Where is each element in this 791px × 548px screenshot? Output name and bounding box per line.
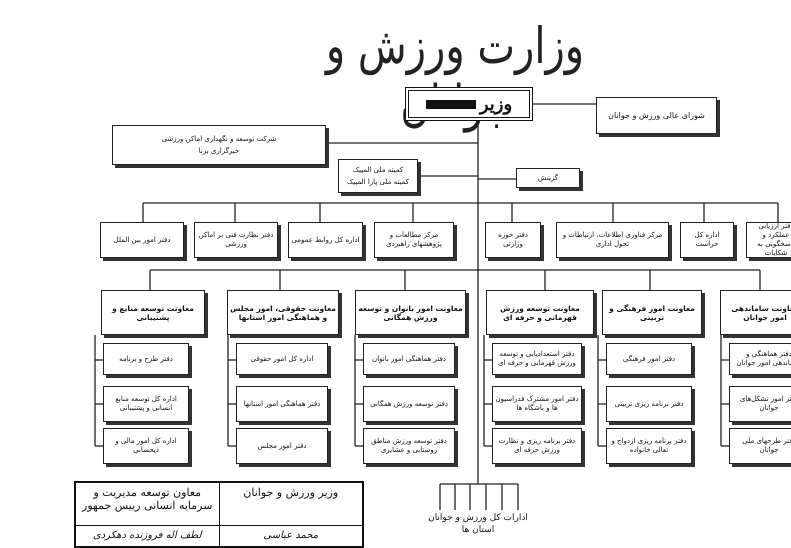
selection-label: گزینش [537, 173, 559, 182]
office-box: دفتر هماهنگی امور استانها [236, 386, 328, 422]
deputy-label: معاونت امور بانوان و توسعه ورزش همگانی [358, 303, 463, 322]
office-label: اداره کل امور حقوقی [250, 354, 314, 363]
minister-signature-title: وزیر ورزش و جوانان [218, 481, 364, 526]
deputy-box: معاونت توسعه ورزش قهرمانی و حرفه ای [486, 290, 594, 335]
staff-unit-box: دفتر حوزه وزارتی [485, 222, 541, 258]
staff-unit-label: اداره کل روابط عمومی [291, 235, 360, 244]
provinces-label: ادارات کل ورزش و جوانان استان ها [428, 513, 528, 535]
minister-box: وزیر [405, 87, 533, 121]
office-label: دفتر امور مشترک فدراسیون ها و باشگاه ها [495, 395, 579, 412]
office-label: دفتر برنامه ریزی و نظارت ورزش حرفه ای [498, 437, 576, 454]
office-box: دفتر استعدادیابی و توسعه ورزش قهرمانی و … [492, 343, 582, 375]
minister-label: وزیر [479, 93, 513, 115]
staff-unit-box: دفتر نظارت فنی بر اماکن ورزشی [194, 222, 278, 258]
staff-unit-label: دفتر امور بین الملل [113, 235, 171, 244]
office-label: دفتر طرحهای ملی جوانان [742, 437, 791, 454]
vp-signature-title: معاون توسعه مدیریت و سرمایه انسانی رییس … [74, 481, 220, 526]
office-label: دفتر امور تشکل‌های جوانان [739, 395, 791, 412]
staff-unit-box: مرکز مطالعات و پژوهشهای راهبردی [374, 222, 454, 258]
olympic-committee-label: کمیته ملی المپیک [352, 165, 404, 174]
office-box: دفتر برنامه ریزی و نظارت ورزش حرفه ای [492, 428, 582, 464]
olympic-committee-box: کمیته ملی المپیک کمیته ملی پارا المپیک [338, 159, 418, 193]
facilities-company-box: شرکت توسعه و نگهداری اماکن ورزشی خبرگزار… [112, 125, 326, 165]
news-agency-label: خبرگزاری برنا [198, 146, 240, 155]
office-label: دفتر توسعه ورزش مناطق روستایی و عشایری [371, 437, 447, 454]
office-label: دفتر طرح و برنامه [119, 354, 173, 363]
office-label: دفتر امور فرهنگی [622, 354, 676, 363]
office-box: اداره کل امور حقوقی [236, 343, 328, 375]
office-box: دفتر امور مشترک فدراسیون ها و باشگاه ها [492, 386, 582, 422]
vp-signature-name: لطف اله فروزنده دهکردی [74, 525, 220, 548]
selection-box: گزینش [516, 168, 580, 188]
office-label: دفتر هماهنگی امور استانها [243, 399, 321, 408]
office-label: دفتر امور مجلس [257, 441, 307, 450]
office-label: دفتر توسعه ورزش همگانی [370, 399, 448, 408]
deputy-label: معاونت امور فرهنگی و تربیتی [609, 303, 695, 322]
staff-unit-box: مرکز فناوری اطلاعات، ارتباطات و تحول ادا… [556, 222, 669, 258]
office-label: اداره کل امور مالی و ذیحسابی [115, 437, 177, 454]
deputy-box: معاونت توسعه منابع و پشتیبانی [101, 290, 205, 335]
high-council-label: شورای عالی ورزش و جوانان [608, 111, 705, 120]
office-label: اداره کل توسعه منابع انسانی و پشتیبانی [115, 395, 177, 412]
office-box: دفتر برنامه ریزی تربیتی [606, 386, 692, 422]
office-box: دفتر هماهنگی امور بانوان [363, 343, 455, 375]
minister-signature-name: محمد عباسی [218, 525, 364, 548]
deputy-label: معاونت حقوقی، امور مجلس و هماهنگی امور ا… [230, 303, 336, 322]
office-box: دفتر طرحهای ملی جوانان [729, 428, 791, 464]
facilities-company-label: شرکت توسعه و نگهداری اماکن ورزشی [161, 134, 277, 143]
staff-unit-label: دفتر حوزه وزارتی [498, 231, 528, 248]
office-box: دفتر طرح و برنامه [103, 343, 189, 375]
office-box: دفتر هماهنگی و ساماندهی امور جوانان [729, 343, 791, 375]
office-box: دفتر برنامه ریزی ازدواج و تعالی خانواده [606, 428, 692, 464]
office-box: دفتر امور فرهنگی [606, 343, 692, 375]
office-label: دفتر هماهنگی امور بانوان [372, 354, 446, 363]
deputy-box: معاونت حقوقی، امور مجلس و هماهنگی امور ا… [227, 290, 339, 335]
deputy-label: معاونت ساماندهی امور جوانان [731, 303, 791, 322]
office-box: اداره کل امور مالی و ذیحسابی [103, 428, 189, 464]
staff-unit-box: دفتر ارزیابی عملکرد و پاسخگویی به شکایات [746, 222, 791, 258]
deputy-box: معاونت امور فرهنگی و تربیتی [602, 290, 702, 335]
office-label: دفتر هماهنگی و ساماندهی امور جوانان [736, 350, 791, 367]
staff-unit-box: اداره کل حراست [680, 222, 734, 258]
minister-bar [425, 99, 476, 109]
office-box: دفتر امور مجلس [236, 428, 328, 464]
staff-unit-label: دفتر ارزیابی عملکرد و پاسخگویی به شکایات [757, 222, 791, 257]
office-box: دفتر توسعه ورزش مناطق روستایی و عشایری [363, 428, 455, 464]
paralympic-committee-label: کمیته ملی پارا المپیک [347, 177, 409, 186]
office-label: دفتر برنامه ریزی تربیتی [614, 399, 684, 408]
staff-unit-label: مرکز فناوری اطلاعات، ارتباطات و تحول ادا… [562, 231, 663, 248]
staff-unit-label: دفتر نظارت فنی بر اماکن ورزشی [198, 231, 274, 248]
staff-unit-label: مرکز مطالعات و پژوهشهای راهبردی [386, 231, 442, 248]
high-council-box: شورای عالی ورزش و جوانان [596, 97, 717, 134]
office-label: دفتر برنامه ریزی ازدواج و تعالی خانواده [611, 437, 687, 454]
staff-unit-label: اداره کل حراست [694, 231, 720, 248]
deputy-box: معاونت ساماندهی امور جوانان [720, 290, 791, 335]
deputy-label: معاونت توسعه منابع و پشتیبانی [112, 303, 194, 322]
staff-unit-box: اداره کل روابط عمومی [288, 222, 363, 258]
staff-unit-box: دفتر امور بین الملل [100, 222, 184, 258]
signature-table: وزیر ورزش و جوانان معاون توسعه مدیریت و … [74, 481, 364, 548]
deputy-label: معاونت توسعه ورزش قهرمانی و حرفه ای [500, 303, 580, 322]
office-label: دفتر استعدادیابی و توسعه ورزش قهرمانی و … [498, 350, 576, 367]
office-box: دفتر امور تشکل‌های جوانان [729, 386, 791, 422]
office-box: دفتر توسعه ورزش همگانی [363, 386, 455, 422]
deputy-box: معاونت امور بانوان و توسعه ورزش همگانی [355, 290, 466, 335]
office-box: اداره کل توسعه منابع انسانی و پشتیبانی [103, 386, 189, 422]
